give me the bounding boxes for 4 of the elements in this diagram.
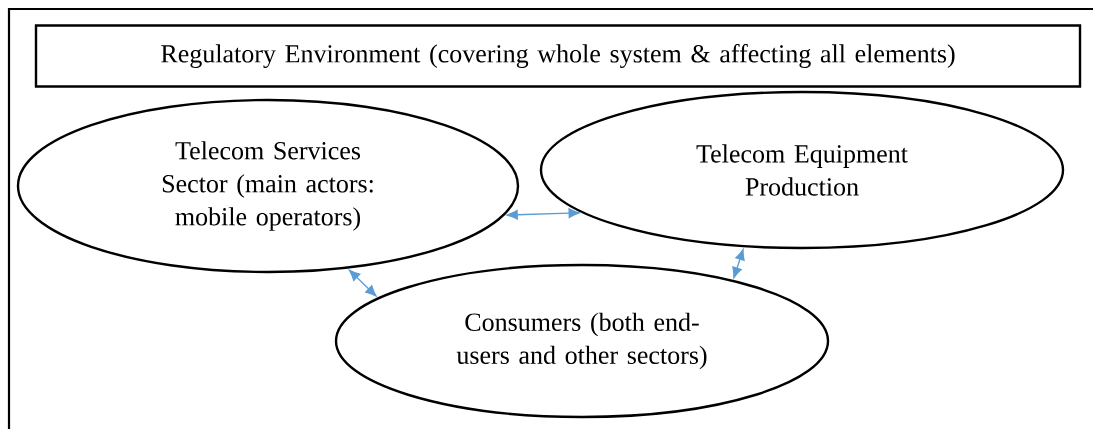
double-arrow xyxy=(506,208,580,220)
heading-box: Regulatory Environment (covering whole system & affecting all elements) xyxy=(34,24,1082,88)
double-arrow xyxy=(732,248,745,279)
double-arrow xyxy=(348,269,377,297)
